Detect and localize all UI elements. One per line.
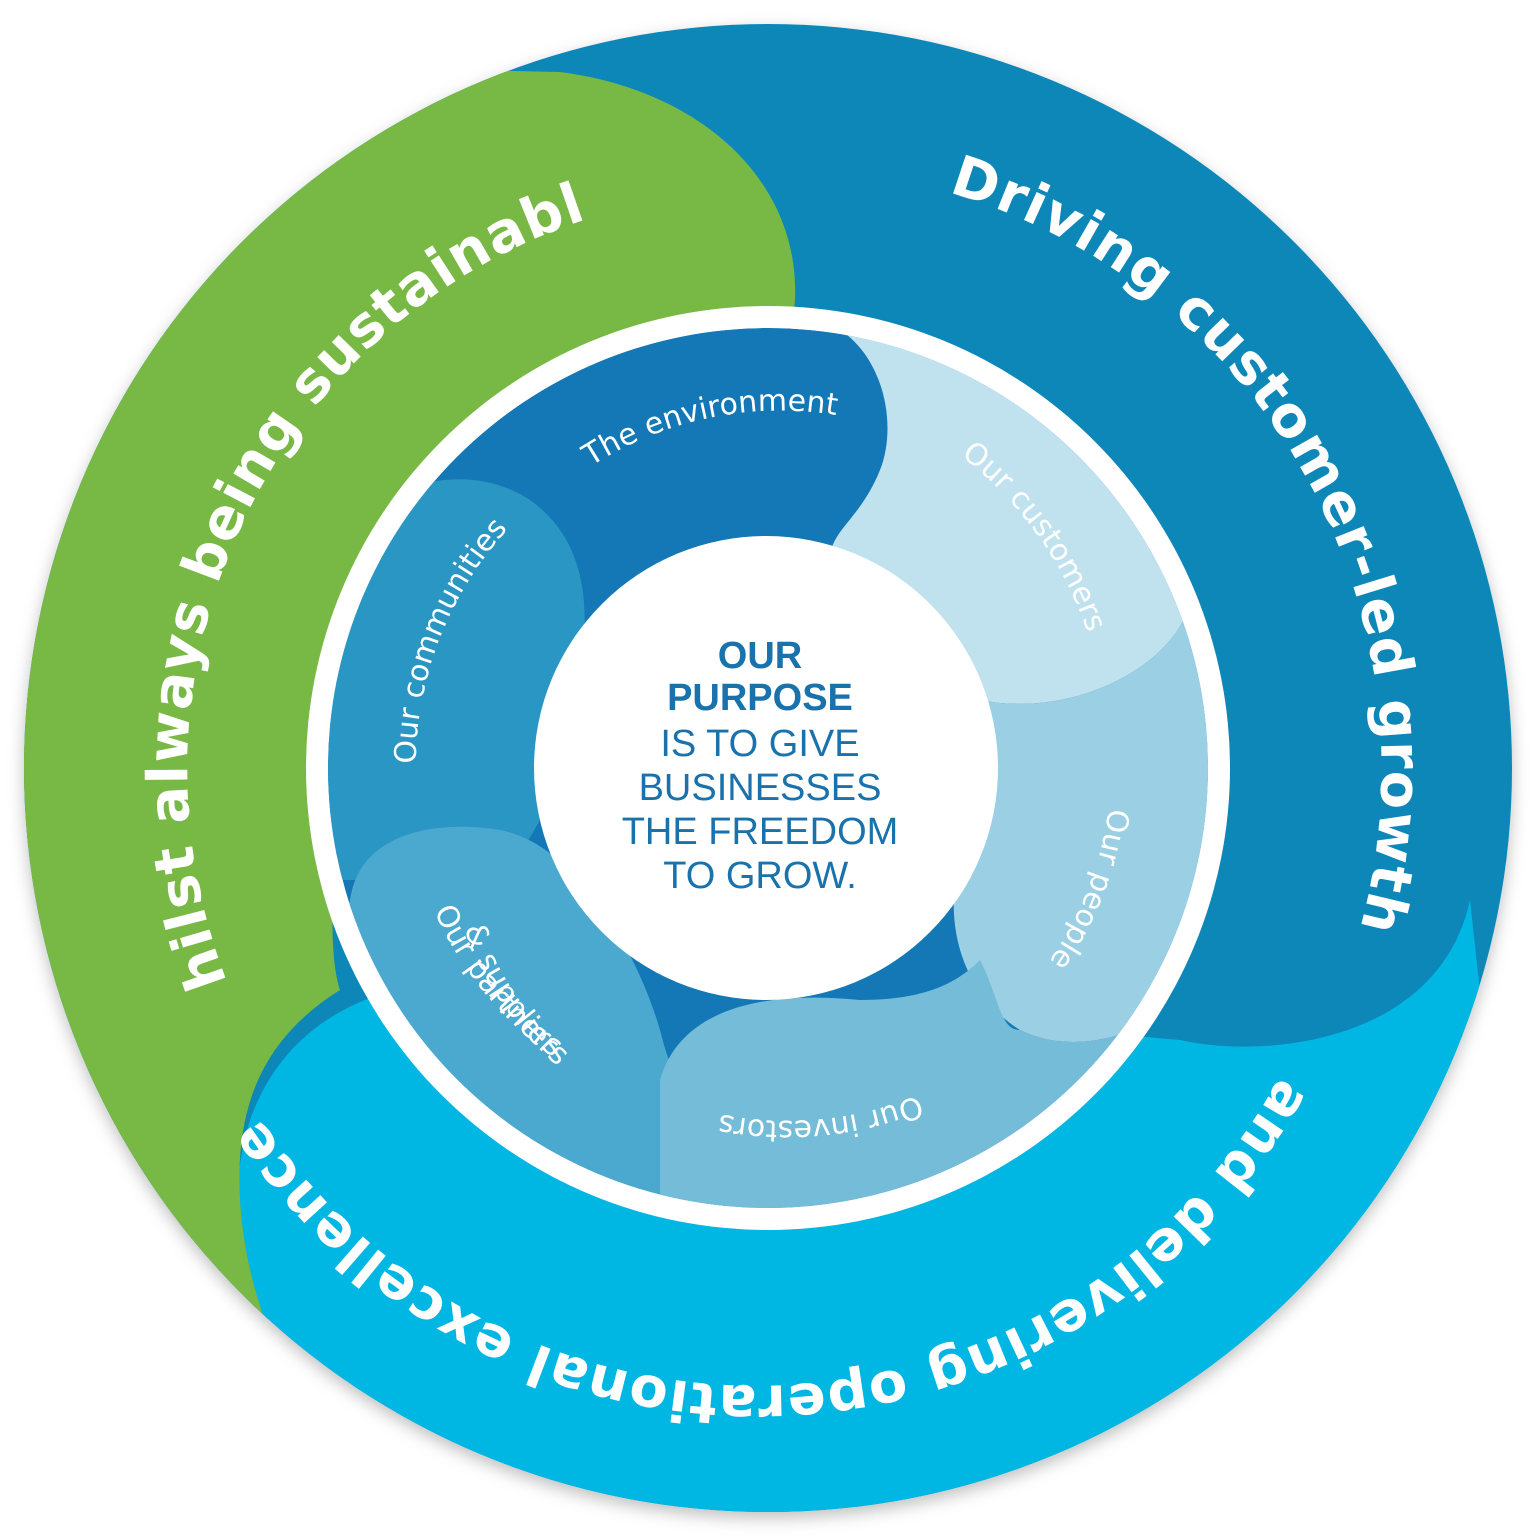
purpose-line-4: BUSINESSES xyxy=(639,767,882,809)
purpose-line-1: OUR xyxy=(718,635,802,677)
purpose-line-2: PURPOSE xyxy=(667,677,853,719)
purpose-line-5: THE FREEDOM xyxy=(622,811,899,853)
purpose-statement: OUR PURPOSE IS TO GIVE BUSINESSES THE FR… xyxy=(622,635,899,897)
center-circle xyxy=(534,536,998,1000)
purpose-line-6: TO GROW. xyxy=(663,855,857,897)
purpose-line-3: IS TO GIVE xyxy=(660,723,859,765)
people-segment xyxy=(953,600,1208,1042)
communities-segment xyxy=(328,479,585,880)
